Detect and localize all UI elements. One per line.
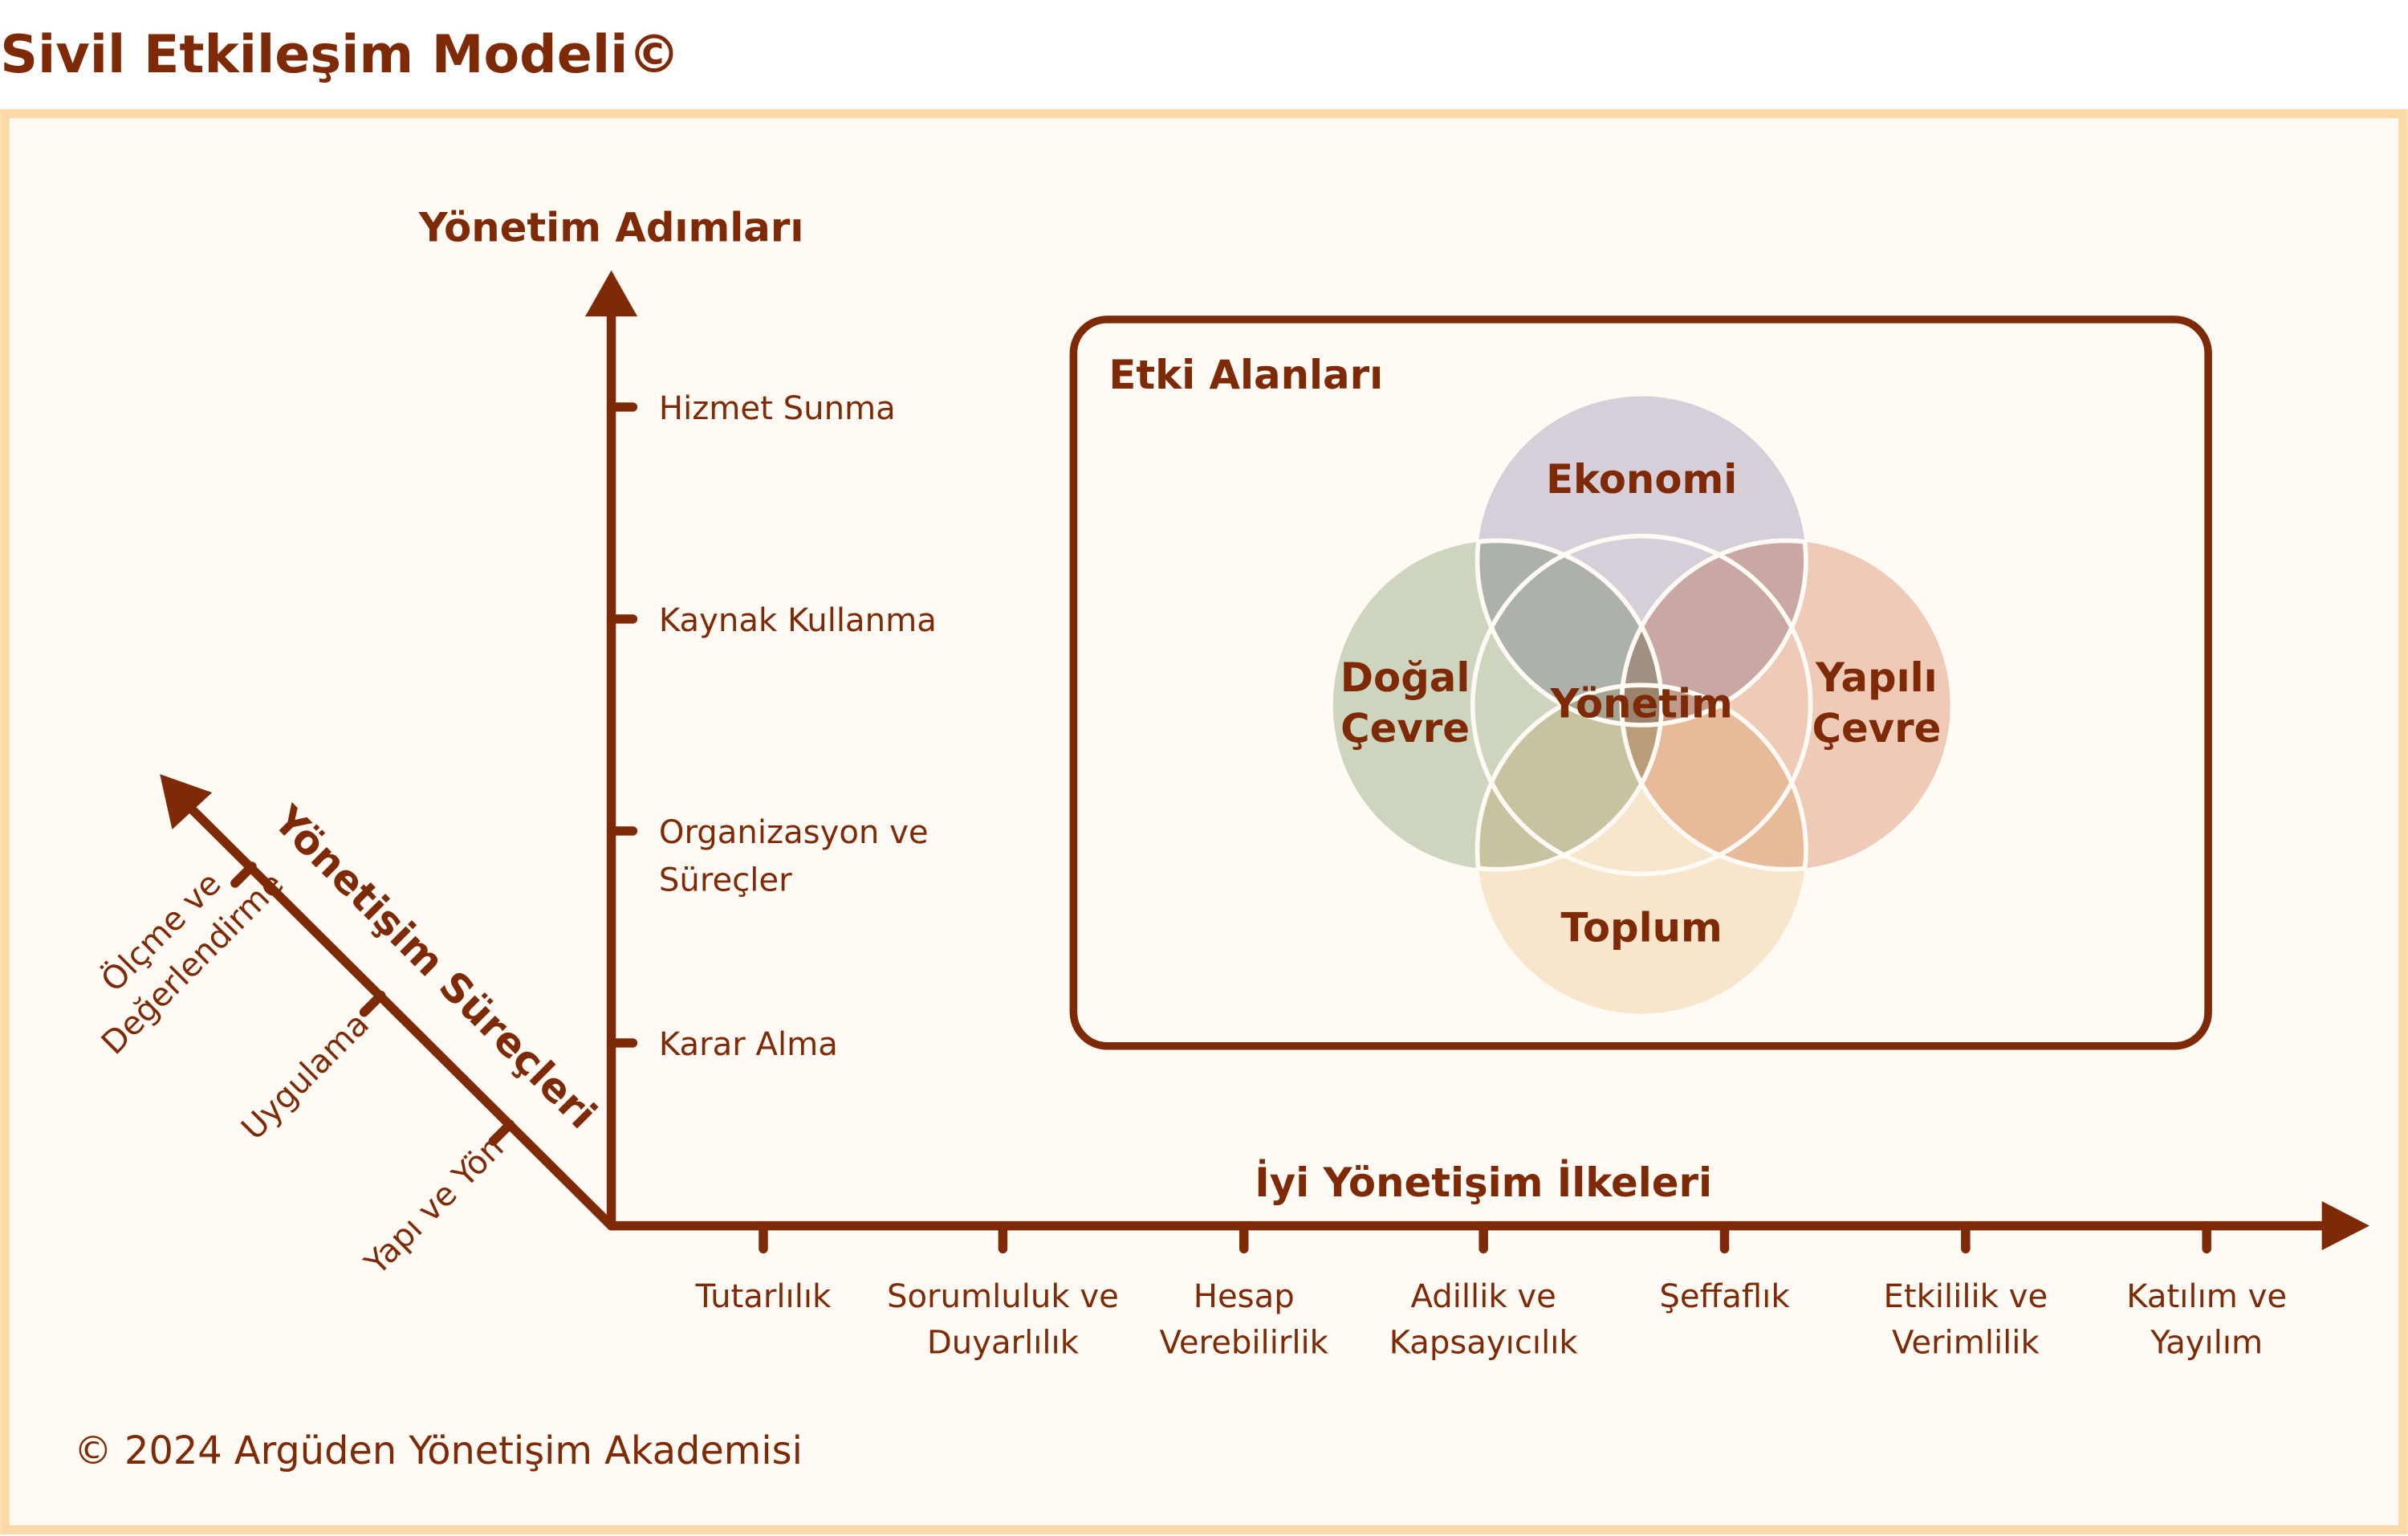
diagonal-tick xyxy=(359,990,386,1017)
venn-label-natural-environment-line: Çevre xyxy=(1340,705,1470,752)
venn-center-label: Yönetim xyxy=(1550,680,1733,727)
horizontal-tick-label: Tutarlılık xyxy=(695,1278,832,1315)
page-title: Sivil Etkileşim Modeli© xyxy=(0,25,680,85)
venn-label-built-environment-line: Yapılı xyxy=(1815,654,1938,701)
horizontal-axis-arrow xyxy=(2321,1200,2369,1251)
venn-outline xyxy=(1474,539,1808,727)
vertical-tick-label: Karar Alma xyxy=(659,1026,838,1063)
frame xyxy=(0,108,2408,1535)
diagonal-axis-arrow xyxy=(160,774,213,830)
horizontal-tick-label-line: Tutarlılık xyxy=(695,1278,832,1315)
impact-areas-box xyxy=(1069,316,2212,1050)
horizontal-tick-label-line: Verimlilik xyxy=(1892,1324,2040,1361)
horizontal-tick-label: Sorumluluk ve Duyarlılık xyxy=(887,1278,1119,1361)
vertical-tick-label-line: Hizmet Sunma xyxy=(659,390,896,427)
vertical-tick-label-line: Süreçler xyxy=(659,862,792,899)
venn-label-natural-environment-line: Doğal xyxy=(1340,654,1470,701)
horizontal-tick-label-line: Duyarlılık xyxy=(927,1324,1080,1361)
horizontal-tick-label: Adillik ve Kapsayıcılık xyxy=(1389,1278,1579,1361)
vertical-tick-label: Hizmet Sunma xyxy=(659,390,896,427)
horizontal-tick-label-line: Katılım ve xyxy=(2126,1278,2287,1315)
horizontal-tick-label-line: Şeffaflık xyxy=(1659,1278,1790,1315)
diagonal-tick xyxy=(230,862,257,888)
horizontal-tick-label-line: Kapsayıcılık xyxy=(1389,1324,1579,1361)
venn-outline xyxy=(1619,538,1808,872)
copyright: © 2024 Argüden Yönetişim Akademisi xyxy=(74,1429,803,1473)
vertical-tick-label: Organizasyon ve Süreçler xyxy=(659,814,929,898)
horizontal-tick-label-line: Etkililik ve xyxy=(1884,1278,2048,1315)
venn-label-economy-line: Ekonomi xyxy=(1546,456,1737,503)
vertical-tick-label-line: Karar Alma xyxy=(659,1026,838,1063)
horizontal-tick-label-line: Hesap xyxy=(1194,1278,1295,1315)
diagonal-tick xyxy=(488,1119,515,1147)
vertical-axis-arrow xyxy=(585,270,638,317)
venn-label-economy: Ekonomi xyxy=(1546,456,1737,503)
horizontal-tick-label-line: Verebilirlik xyxy=(1160,1324,1329,1361)
vertical-tick-label: Kaynak Kullanma xyxy=(659,602,937,639)
horizontal-tick-label: Katılım ve Yayılım xyxy=(2126,1278,2287,1361)
horizontal-tick-label-line: Yayılım xyxy=(2150,1324,2263,1361)
venn-center-outline xyxy=(1470,533,1813,877)
horizontal-tick-label: Şeffaflık xyxy=(1659,1278,1790,1315)
venn-label-society-line: Toplum xyxy=(1561,905,1723,951)
diagonal-axis xyxy=(182,800,616,1231)
horizontal-tick-label-line: Adillik ve xyxy=(1410,1278,1556,1315)
vertical-tick-label-line: Kaynak Kullanma xyxy=(659,602,937,639)
venn-label-society: Toplum xyxy=(1561,905,1723,951)
vertical-tick-label-line: Organizasyon ve xyxy=(659,814,929,851)
venn-label-built-environment-line: Çevre xyxy=(1812,705,1941,752)
impact-areas-title: Etki Alanları xyxy=(1108,352,1383,398)
venn-outline xyxy=(1475,538,1664,872)
horizontal-axis-title: İyi Yönetişim İlkeleri xyxy=(1255,1159,1712,1206)
venn-outline xyxy=(1474,682,1808,871)
venn-circle-society xyxy=(1477,685,1806,1014)
vertical-axis-title: Yönetim Adımları xyxy=(418,204,804,251)
horizontal-tick-label: Etkililik ve Verimlilik xyxy=(1884,1278,2048,1361)
horizontal-tick-label-line: Sorumluluk ve xyxy=(887,1278,1119,1315)
